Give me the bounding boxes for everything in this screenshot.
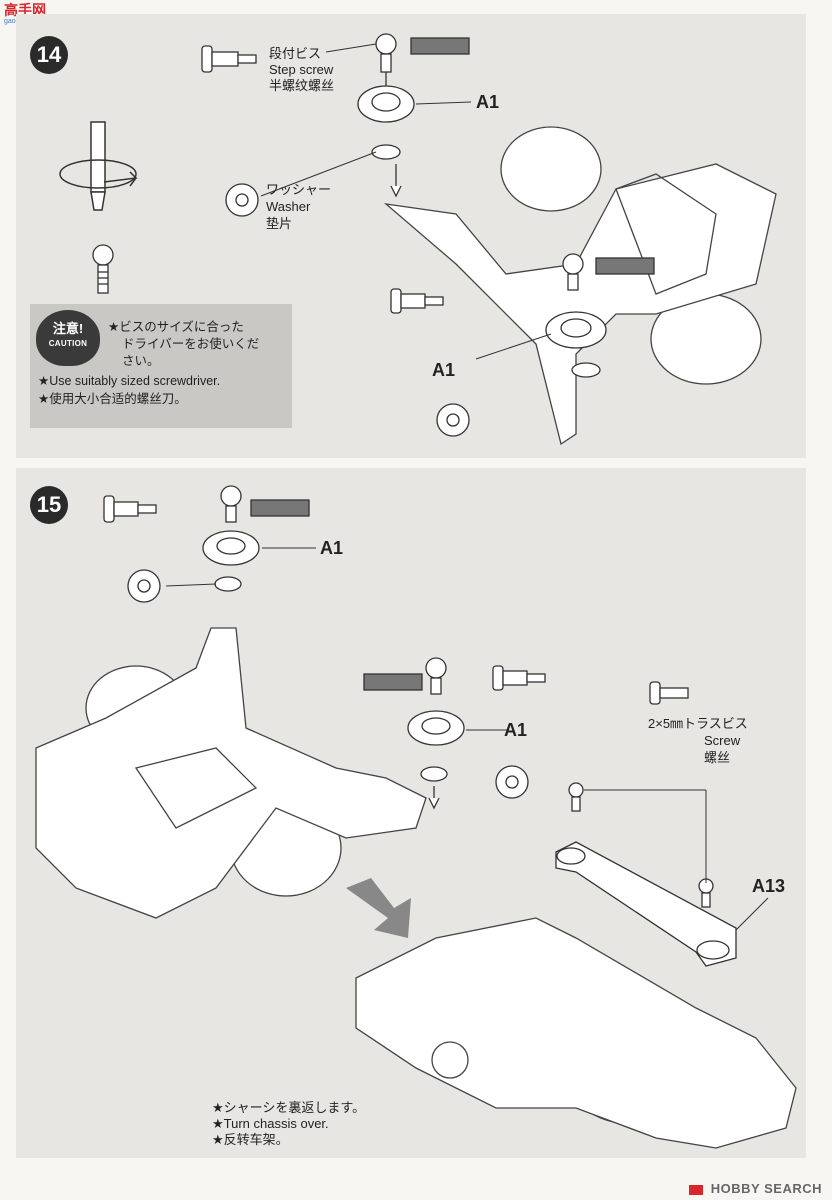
chassis-outline-15-lower [355, 917, 797, 1149]
part-a1-right: A1 [504, 720, 528, 740]
step-15-panel: 15 A1 A1 A13 2×5㎜トラスビス Screw 螺丝 ★シャーシを裏返… [16, 468, 806, 1158]
turn-over-arrow-icon [346, 878, 411, 938]
part-a1-top: A1 [476, 92, 500, 112]
truss-screw-label-cn: 螺丝 [704, 750, 731, 765]
chassis-outline-15-left [35, 627, 427, 919]
chassis-outline-14 [383, 126, 777, 446]
washer-label-en: Washer [266, 199, 311, 214]
part-a1-left: A1 [320, 538, 344, 558]
step-14-number: 14 [30, 36, 68, 74]
caution-line-jp3: さい。 [122, 354, 160, 368]
part-a1-bottom: A1 [432, 360, 456, 380]
turn-chassis-cn: ★反转车架。 [212, 1132, 289, 1147]
hobby-search-watermark: HOBBY SEARCH [688, 1181, 822, 1196]
washer-left-icon [225, 183, 259, 217]
part-a13: A13 [752, 876, 786, 896]
caution-box: 注意! CAUTION ★ビスのサイズに合った ドライバーをお使いくだ さい。 … [30, 304, 292, 428]
turn-chassis-jp: ★シャーシを裏返します。 [212, 1100, 366, 1115]
truss-screw-label-en: Screw [704, 733, 741, 748]
hobby-search-logo-icon [688, 1184, 703, 1195]
truss-screw-label-jp: 2×5㎜トラスビス [648, 716, 748, 731]
part-a13-bar [555, 841, 737, 967]
caution-badge-jp: 注意! [52, 321, 84, 336]
roller-assembly-top [357, 33, 470, 198]
step-15-number: 15 [30, 486, 68, 524]
screwdriver-icon [59, 121, 138, 211]
roller-assembly-middle [363, 657, 546, 810]
step-14-panel: 14 段付ビス Step screw 半螺纹螺丝 A1 ワッシャー Washer… [16, 14, 806, 458]
step-15-illustration [35, 485, 797, 1149]
caution-line-cn: ★使用大小合适的螺丝刀。 [38, 392, 187, 406]
turn-chassis-en: ★Turn chassis over. [212, 1116, 329, 1131]
caution-line-jp2: ドライバーをお使いくだ [122, 337, 260, 351]
caution-badge: 注意! CAUTION [36, 310, 100, 366]
roller-assembly-lower [390, 253, 655, 437]
hobby-search-text: HOBBY SEARCH [710, 1181, 822, 1196]
step-14-illustration [59, 33, 777, 446]
step-screw-label-en: Step screw [269, 62, 334, 77]
caution-badge-en: CAUTION [48, 339, 88, 348]
step-screw-side-icon [201, 45, 257, 73]
washer-label-jp: ワッシャー [266, 182, 332, 197]
caution-line-jp1: ★ビスのサイズに合った [108, 320, 244, 334]
step-screw-small-icon [92, 244, 114, 294]
step-screw-label-cn: 半螺纹螺丝 [269, 78, 335, 93]
step-screw-label-jp: 段付ビス [269, 46, 322, 61]
caution-line-en: ★Use suitably sized screwdriver. [38, 374, 221, 388]
washer-label-cn: 垫片 [266, 216, 293, 231]
